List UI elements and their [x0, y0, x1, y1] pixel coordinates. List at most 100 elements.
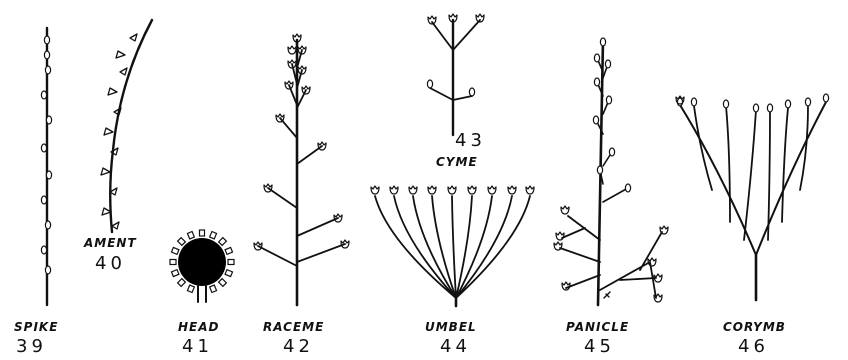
cyme-flower: [427, 80, 432, 88]
label-cyme: CYME: [436, 155, 478, 169]
spike-flower: [41, 144, 46, 152]
spike-flower: [41, 91, 46, 99]
number-umbel: 44: [440, 336, 471, 357]
panicle-flower: [561, 206, 569, 214]
ament-scale: [116, 51, 125, 58]
spike-flower: [46, 171, 51, 179]
spike-flower: [45, 266, 50, 274]
panicle-branch: [560, 216, 600, 288]
ament-scale: [108, 88, 117, 95]
ament-scale: [101, 168, 110, 175]
spike-flower: [45, 66, 50, 74]
label-spike: SPIKE: [14, 320, 58, 334]
number-cyme: 43: [455, 130, 486, 151]
panicle-bud: [594, 54, 599, 62]
ament-scale: [104, 128, 113, 135]
head-floret: [170, 260, 176, 265]
corymb-branch: [744, 110, 770, 240]
panicle-bud: [597, 166, 602, 174]
spike-flower: [41, 246, 46, 254]
corymb-flower: [753, 104, 758, 112]
spike-flower: [45, 221, 50, 229]
head-floret: [225, 270, 232, 277]
umbel-ray: [452, 196, 456, 298]
ament-scale: [114, 108, 121, 115]
number-corymb: 46: [738, 336, 769, 357]
panicle-bud: [606, 96, 611, 104]
umbel-flower: [428, 186, 436, 194]
ament-axis: [110, 20, 152, 232]
raceme-pedicel: [297, 244, 345, 262]
panicle-branch: [600, 232, 662, 298]
cyme-flower: [469, 88, 474, 96]
ament-scale: [120, 68, 127, 75]
number-ament: 40: [95, 253, 126, 274]
head-floret: [228, 260, 234, 265]
label-head: HEAD: [178, 320, 220, 334]
corymb-branch: [726, 106, 788, 222]
label-panicle: PANICLE: [566, 320, 629, 334]
corymb-flower: [785, 100, 790, 108]
umbel-flower: [468, 186, 476, 194]
umbel-flower: [409, 186, 417, 194]
spike-flower: [41, 196, 46, 204]
spike-bud: [44, 51, 49, 59]
label-ament: AMENT: [84, 236, 137, 250]
number-panicle: 45: [584, 336, 615, 357]
head-floret: [225, 247, 232, 254]
raceme-pedicel: [297, 218, 338, 236]
umbel-flower: [508, 186, 516, 194]
head-floret: [171, 270, 178, 277]
number-head: 41: [182, 336, 213, 357]
head-receptacle: [178, 238, 226, 286]
head-floret: [219, 238, 227, 246]
head-floret: [219, 279, 227, 287]
raceme-pedicel: [258, 246, 297, 266]
number-raceme: 42: [283, 336, 314, 357]
label-corymb: CORYMB: [723, 320, 786, 334]
umbel-flower: [488, 186, 496, 194]
corymb-flower: [805, 98, 810, 106]
label-raceme: RACEME: [263, 320, 324, 334]
umbel-flower: [371, 186, 379, 194]
ament-scale: [112, 222, 119, 229]
corymb-flower: [723, 100, 728, 108]
head-floret: [200, 230, 205, 236]
panicle-bud: [594, 78, 599, 86]
panicle-bud: [593, 116, 598, 124]
head-floret: [171, 247, 178, 254]
raceme-flower: [288, 46, 296, 54]
corymb-branch: [680, 102, 826, 255]
panicle-flower: [554, 242, 562, 250]
corymb-flower: [767, 104, 772, 112]
panicle-pedicel: [603, 188, 628, 202]
panicle-bud: [609, 148, 614, 156]
umbel-flower: [448, 186, 456, 194]
ament-scale: [130, 34, 137, 41]
head-floret: [187, 231, 194, 238]
spike-bud: [44, 36, 49, 44]
umbel-flower: [390, 186, 398, 194]
umbel-flower: [526, 186, 534, 194]
panicle-flower: [660, 226, 668, 234]
head-floret: [210, 285, 217, 292]
panicle-flower: [556, 232, 564, 240]
label-umbel: UMBEL: [425, 320, 477, 334]
head-floret: [178, 238, 186, 246]
raceme-pedicel: [297, 146, 322, 164]
number-spike: 39: [16, 336, 47, 357]
panicle-bud: [625, 184, 630, 192]
spike-flower: [46, 116, 51, 124]
head-floret: [210, 231, 217, 238]
panicle-bud: [605, 60, 610, 68]
cyme-branch: [432, 20, 480, 50]
head-floret: [187, 285, 194, 292]
corymb-flower: [691, 98, 696, 106]
panicle-bract: [604, 292, 610, 298]
head-floret: [178, 279, 186, 287]
umbel-ray: [456, 196, 492, 298]
corymb-flower: [823, 94, 828, 102]
panicle-bud: [600, 38, 605, 46]
